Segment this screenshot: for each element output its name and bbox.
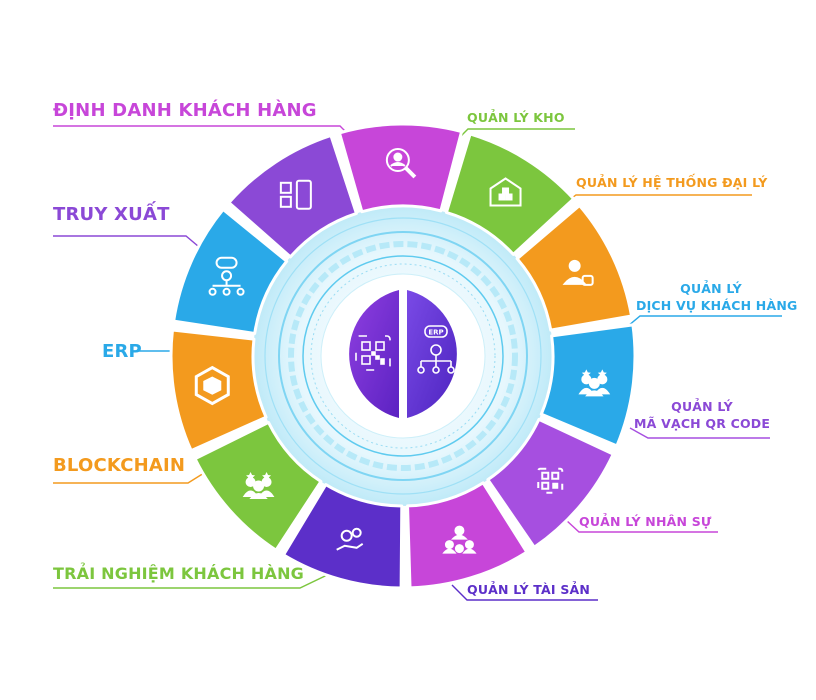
label-he-thong-dai-ly: QUẢN LÝ HỆ THỐNG ĐẠI LÝ — [576, 175, 768, 190]
hub-erp-network-icon: ERP — [417, 325, 455, 374]
segment-ma-vach — [486, 417, 615, 549]
label-dinh-danh: ĐỊNH DANH KHÁCH HÀNG — [53, 100, 317, 121]
rated-people-icon — [242, 472, 275, 500]
team-icon — [442, 525, 477, 554]
warehouse-icon — [489, 177, 522, 207]
label-erp: ERP — [102, 341, 142, 362]
segment-dinh-danh — [337, 122, 464, 214]
label-nhan-su: QUẢN LÝ NHÂN SỰ — [579, 514, 712, 529]
asset-hand-icon — [336, 527, 364, 551]
label-dich-vu-line1: QUẢN LÝ — [680, 281, 742, 296]
segment-ring — [169, 122, 637, 590]
connector-ma-vach — [629, 427, 770, 439]
segment-erp — [172, 207, 289, 335]
label-ma-vach: QUẢN LÝ MÃ VẠCH QR CODE — [634, 398, 770, 432]
hub-erp-text: ERP — [428, 329, 443, 337]
label-blockchain: BLOCKCHAIN — [53, 455, 186, 476]
connector-he-thong-dai-ly — [555, 194, 752, 211]
blockchain-cube-icon — [194, 365, 230, 406]
label-trai-nghiem: TRẢI NGHIỆM KHÁCH HÀNG — [53, 564, 305, 583]
center-hub: ERP — [349, 290, 457, 418]
label-truy-xuat: TRUY XUẤT — [53, 204, 170, 225]
agent-icon — [562, 259, 594, 286]
search-person-icon — [385, 148, 417, 179]
label-quan-ly-kho: QUẢN LÝ KHO — [467, 110, 565, 125]
erp-network-icon — [208, 256, 245, 296]
label-tai-san: QUẢN LÝ TÀI SẢN — [467, 582, 591, 597]
label-dich-vu-khach-hang: QUẢN LÝ DỊCH VỤ KHÁCH HÀNG — [636, 280, 798, 314]
segment-truy-xuat — [227, 133, 358, 259]
label-ma-vach-line2: MÃ VẠCH QR CODE — [634, 416, 771, 431]
segment-nhan-su — [406, 481, 529, 590]
connector-truy-xuat — [53, 235, 206, 253]
segment-dich-vu-khach-hang — [539, 323, 637, 448]
qr-code-icon — [537, 467, 564, 494]
hub-qr-code-icon — [355, 335, 391, 371]
center-glow-ring — [253, 206, 553, 506]
label-dich-vu-line2: DỊCH VỤ KHÁCH HÀNG — [636, 298, 798, 313]
phone-qr-icon — [279, 179, 312, 210]
customer-group-icon — [578, 369, 611, 397]
connector-nhan-su — [565, 519, 718, 533]
label-ma-vach-line1: QUẢN LÝ — [671, 399, 733, 414]
connector-dich-vu-khach-hang — [627, 315, 782, 327]
connector-tai-san — [451, 584, 598, 601]
